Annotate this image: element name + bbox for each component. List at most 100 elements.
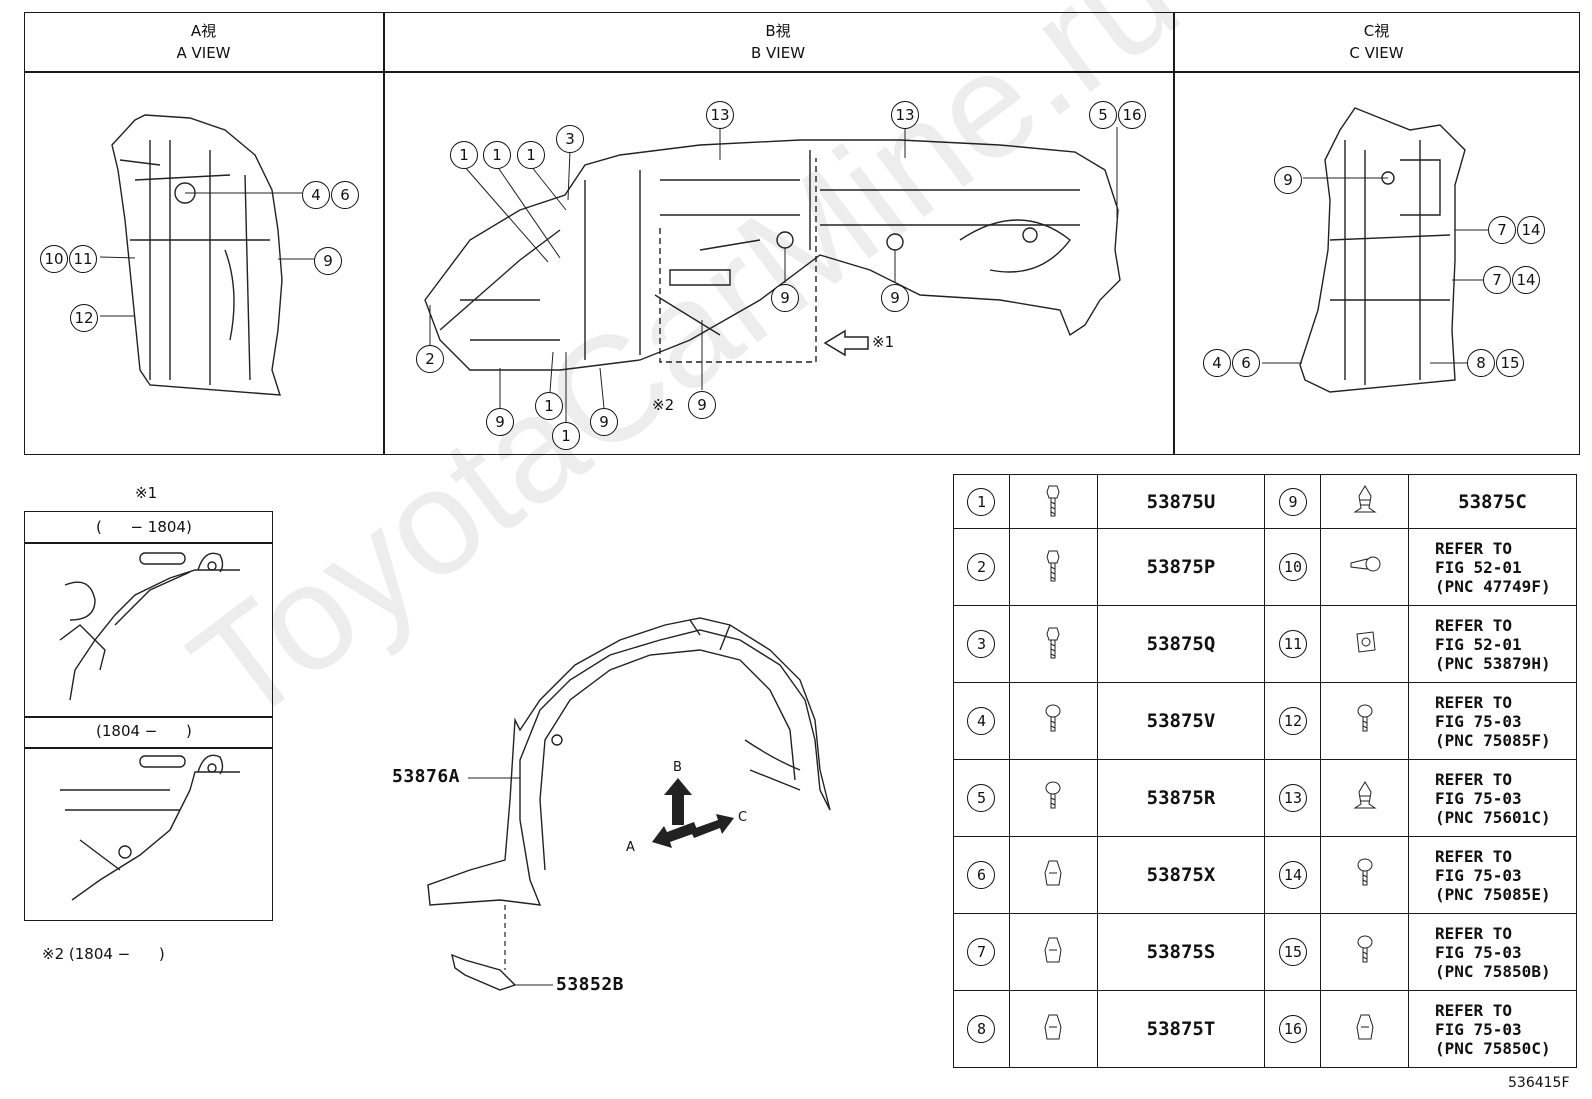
callout-num: 13 xyxy=(891,101,919,129)
ref-number: 6 xyxy=(967,861,996,890)
ref-number: 12 xyxy=(1278,707,1307,736)
callout-num: 11 xyxy=(69,245,97,273)
view-a-en: A VIEW xyxy=(176,44,231,62)
ref-number: 3 xyxy=(967,630,996,659)
callout-num: 10 xyxy=(40,245,68,273)
note2: ※2 (1804 − ) xyxy=(42,945,165,963)
ref-number: 11 xyxy=(1278,630,1307,659)
fastener-icon-cell xyxy=(1320,759,1409,838)
callout-b-13b: 13 xyxy=(891,101,920,129)
ref-number-cell: 4 xyxy=(953,682,1010,761)
bracket-part-label: 53852B xyxy=(556,974,625,995)
fastener-icon-cell xyxy=(1320,682,1409,761)
callout-num: 2 xyxy=(416,345,444,373)
ref-number: 10 xyxy=(1278,553,1307,582)
liner-part-label: 53876A xyxy=(392,766,461,787)
callout-num: 14 xyxy=(1512,266,1540,294)
view-b-header: B視 B VIEW xyxy=(383,20,1173,64)
callout-num: 9 xyxy=(881,284,909,312)
ref-number: 7 xyxy=(967,938,996,967)
callout-num: 4 xyxy=(302,181,330,209)
part-number-cell: 53875Q xyxy=(1096,605,1266,684)
callout-num: 7 xyxy=(1488,216,1516,244)
fastener-icon-cell xyxy=(1008,759,1098,838)
callout-b-9b: 9 xyxy=(881,284,910,312)
view-c-jp: C視 xyxy=(1363,22,1390,40)
detail-range-after: (1804 − ) xyxy=(96,722,192,740)
callout-num: 12 xyxy=(70,304,98,332)
fastener-icon-cell xyxy=(1008,605,1098,684)
fastener-icon xyxy=(1353,484,1377,513)
ref-number-cell: 13 xyxy=(1264,759,1322,838)
view-a-header: A視 A VIEW xyxy=(24,20,383,64)
view-c-en: C VIEW xyxy=(1349,44,1404,62)
detail-title: ※1 xyxy=(135,484,158,502)
arrow-c-label: C xyxy=(738,810,748,825)
callout-b-1a: 1 xyxy=(450,141,479,169)
callout-num: 1 xyxy=(450,141,478,169)
ref-number-cell: 12 xyxy=(1264,682,1322,761)
part-number-cell: 53875T xyxy=(1096,990,1266,1068)
ref-number-cell: 8 xyxy=(953,990,1010,1068)
callout-a-9: 9 xyxy=(314,247,343,275)
views-header-divider xyxy=(24,71,1580,73)
ref-number-cell: 2 xyxy=(953,528,1010,607)
detail-range-before: ( − 1804) xyxy=(96,518,192,536)
fastener-icon xyxy=(1044,1014,1062,1040)
fastener-icon xyxy=(1357,704,1373,732)
callout-b-9a: 9 xyxy=(771,284,800,312)
view-b-en: B VIEW xyxy=(750,44,806,62)
callout-num: 4 xyxy=(1203,349,1231,377)
ref-number: 9 xyxy=(1278,487,1307,516)
ref-number: 5 xyxy=(967,784,996,813)
callout-a-12: 12 xyxy=(70,304,99,332)
callout-num: 15 xyxy=(1496,349,1524,377)
fastener-icon-cell xyxy=(1320,913,1409,992)
callout-num: 9 xyxy=(1274,166,1302,194)
ref-number-cell: 10 xyxy=(1264,528,1322,607)
callout-num: 7 xyxy=(1483,266,1511,294)
detail-divider-1 xyxy=(24,542,273,544)
part-number-cell: REFER TO FIG 75-03 (PNC 75085F) xyxy=(1407,682,1578,761)
callout-num: 9 xyxy=(590,408,618,436)
callout-num: 14 xyxy=(1517,216,1545,244)
fastener-icon-cell xyxy=(1320,990,1409,1068)
fastener-icon xyxy=(1046,550,1060,582)
callout-num: 5 xyxy=(1089,101,1117,129)
views-panel xyxy=(24,12,1580,455)
part-number-cell: 53875U xyxy=(1096,473,1266,530)
part-number-cell: 53875P xyxy=(1096,528,1266,607)
callout-b-1c: 1 xyxy=(517,141,546,169)
ref-number: 2 xyxy=(967,553,996,582)
view-b-jp: B視 xyxy=(765,22,791,40)
ref-number-cell: 11 xyxy=(1264,605,1322,684)
fastener-icon xyxy=(1045,704,1061,732)
part-number-cell: 53875C xyxy=(1407,473,1578,530)
fastener-icon-cell xyxy=(1008,473,1098,530)
fastener-icon xyxy=(1044,860,1062,886)
callout-num: 13 xyxy=(706,101,734,129)
callout-num: 6 xyxy=(331,181,359,209)
ref-number-cell: 5 xyxy=(953,759,1010,838)
callout-num: 3 xyxy=(556,125,584,153)
arrow-b-label: B xyxy=(673,760,682,775)
callout-c-9: 9 xyxy=(1274,166,1303,194)
callout-b-9d: 9 xyxy=(590,408,619,436)
ref-number-cell: 1 xyxy=(953,473,1010,530)
callout-b-2: 2 xyxy=(416,345,445,373)
callout-num: 9 xyxy=(314,247,342,275)
ref-number: 1 xyxy=(967,487,996,516)
fastener-icon xyxy=(1356,631,1376,653)
callout-b-9e: 9 xyxy=(688,391,717,419)
fastener-icon-cell xyxy=(1008,836,1098,915)
part-number-cell: 53875X xyxy=(1096,836,1266,915)
